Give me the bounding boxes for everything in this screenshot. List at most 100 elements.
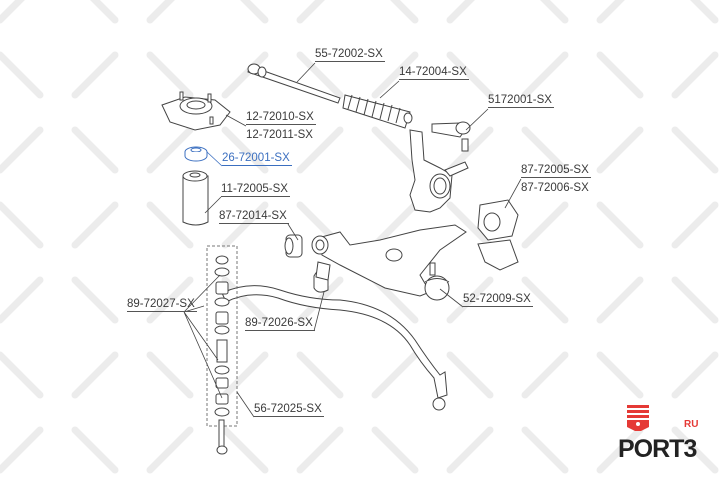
ball-joint-part bbox=[424, 262, 450, 301]
watermark-mark bbox=[0, 126, 44, 174]
part-label-stabilizer-bushing-2[interactable]: 87-72006-SX bbox=[521, 182, 589, 194]
leader-lines bbox=[183, 62, 522, 418]
watermark-mark bbox=[671, 51, 719, 99]
watermark-mark bbox=[446, 351, 494, 399]
watermark-mark bbox=[596, 426, 644, 474]
part-label-link-kit[interactable]: 89-72027-SX bbox=[127, 298, 197, 312]
watermark-mark bbox=[371, 351, 419, 399]
watermark-mark bbox=[521, 276, 569, 324]
piston-icon bbox=[627, 405, 649, 431]
part-label-steering-boot[interactable]: 14-72004-SX bbox=[399, 66, 469, 80]
watermark-mark bbox=[521, 201, 569, 249]
watermark-mark bbox=[671, 276, 719, 324]
watermark-mark bbox=[446, 126, 494, 174]
watermark-mark bbox=[446, 201, 494, 249]
watermark-mark bbox=[221, 351, 269, 399]
watermark-mark bbox=[0, 426, 44, 474]
watermark-mark bbox=[71, 276, 119, 324]
watermark-mark bbox=[221, 426, 269, 474]
watermark-mark bbox=[146, 276, 194, 324]
watermark-mark bbox=[540, 0, 569, 24]
watermark-mark bbox=[146, 0, 175, 24]
watermark-mark bbox=[390, 0, 419, 24]
part-label-stabilizer-link[interactable]: 56-72025-SX bbox=[254, 403, 324, 417]
port3-logo: RU PORT3 bbox=[618, 405, 708, 469]
watermark-mark bbox=[521, 426, 569, 474]
part-label-tie-rod-end[interactable]: 5172001-SX bbox=[488, 94, 554, 108]
watermark-mark bbox=[296, 0, 325, 24]
watermark-mark bbox=[71, 51, 119, 99]
watermark-mark bbox=[221, 201, 269, 249]
part-label-stabilizer-bushing-1[interactable]: 87-72005-SX bbox=[521, 164, 591, 178]
part-label-strut-mount-2[interactable]: 12-72011-SX bbox=[246, 129, 313, 141]
watermark-mark bbox=[671, 351, 719, 399]
watermark-mark bbox=[90, 0, 119, 24]
watermark-mark bbox=[690, 0, 719, 24]
watermark-mark bbox=[240, 0, 269, 24]
part-label-tie-rod[interactable]: 55-72002-SX bbox=[315, 48, 385, 62]
watermark-mark bbox=[596, 276, 644, 324]
watermark-mark bbox=[371, 201, 419, 249]
watermark-mark bbox=[296, 126, 344, 174]
watermark-mark bbox=[596, 351, 644, 399]
bump-stop-part bbox=[182, 170, 209, 226]
watermark-mark bbox=[596, 126, 644, 174]
watermark-mark bbox=[71, 201, 119, 249]
watermark-mark bbox=[0, 0, 25, 24]
watermark-mark bbox=[146, 126, 194, 174]
watermark-mark bbox=[71, 351, 119, 399]
watermark-mark bbox=[0, 351, 44, 399]
strut-bearing-part bbox=[184, 146, 208, 162]
watermark-mark bbox=[146, 351, 194, 399]
logo-ru: RU bbox=[684, 419, 699, 430]
watermark-mark bbox=[671, 126, 719, 174]
watermark-mark bbox=[671, 426, 719, 474]
watermark-mark bbox=[0, 276, 44, 324]
steering-boot-part bbox=[342, 94, 413, 129]
part-label-strut-bearing[interactable]: 26-72001-SX bbox=[222, 152, 292, 166]
watermark-mark bbox=[221, 276, 269, 324]
watermark-mark bbox=[521, 351, 569, 399]
steering-knuckle-part bbox=[409, 129, 469, 213]
strut-mount-part bbox=[161, 91, 231, 131]
watermark-mark bbox=[446, 426, 494, 474]
part-label-bump-stop[interactable]: 11-72005-SX bbox=[221, 183, 290, 197]
watermark-mark bbox=[371, 51, 419, 99]
part-label-ball-joint[interactable]: 52-72009-SX bbox=[463, 293, 533, 307]
part-label-strut-mount-1[interactable]: 12-72010-SX bbox=[246, 111, 316, 125]
lower-control-arm-part bbox=[311, 224, 467, 297]
watermark-mark bbox=[296, 426, 344, 474]
stabilizer-bar-part bbox=[221, 261, 448, 411]
watermark-mark bbox=[446, 276, 494, 324]
watermark-mark bbox=[146, 51, 194, 99]
watermark-mark bbox=[71, 426, 119, 474]
watermark-mark bbox=[221, 126, 269, 174]
watermark-mark bbox=[596, 0, 625, 24]
watermark-mark bbox=[0, 51, 44, 99]
watermark-mark bbox=[221, 51, 269, 99]
watermark-mark bbox=[596, 51, 644, 99]
watermark-mark bbox=[521, 126, 569, 174]
watermark-mark bbox=[296, 51, 344, 99]
watermark-mark bbox=[371, 426, 419, 474]
part-label-bar-bushing[interactable]: 89-72026-SX bbox=[245, 317, 315, 331]
tie-rod-part bbox=[247, 63, 341, 104]
watermark-mark bbox=[671, 201, 719, 249]
watermark-mark bbox=[446, 51, 494, 99]
arm-bushing-part bbox=[284, 234, 303, 258]
watermark-mark bbox=[296, 351, 344, 399]
watermark-mark bbox=[146, 426, 194, 474]
stabilizer-bushing-part bbox=[477, 199, 519, 271]
tie-rod-end-part bbox=[431, 121, 471, 152]
watermark-mark bbox=[146, 201, 194, 249]
watermark-mark bbox=[521, 51, 569, 99]
watermark-mark bbox=[371, 126, 419, 174]
stabilizer-link-stack bbox=[206, 245, 238, 455]
part-label-arm-bushing[interactable]: 87-72014-SX bbox=[219, 210, 289, 224]
watermark-mark bbox=[71, 126, 119, 174]
logo-text: PORT3 bbox=[618, 435, 697, 463]
watermark-mark bbox=[0, 201, 44, 249]
